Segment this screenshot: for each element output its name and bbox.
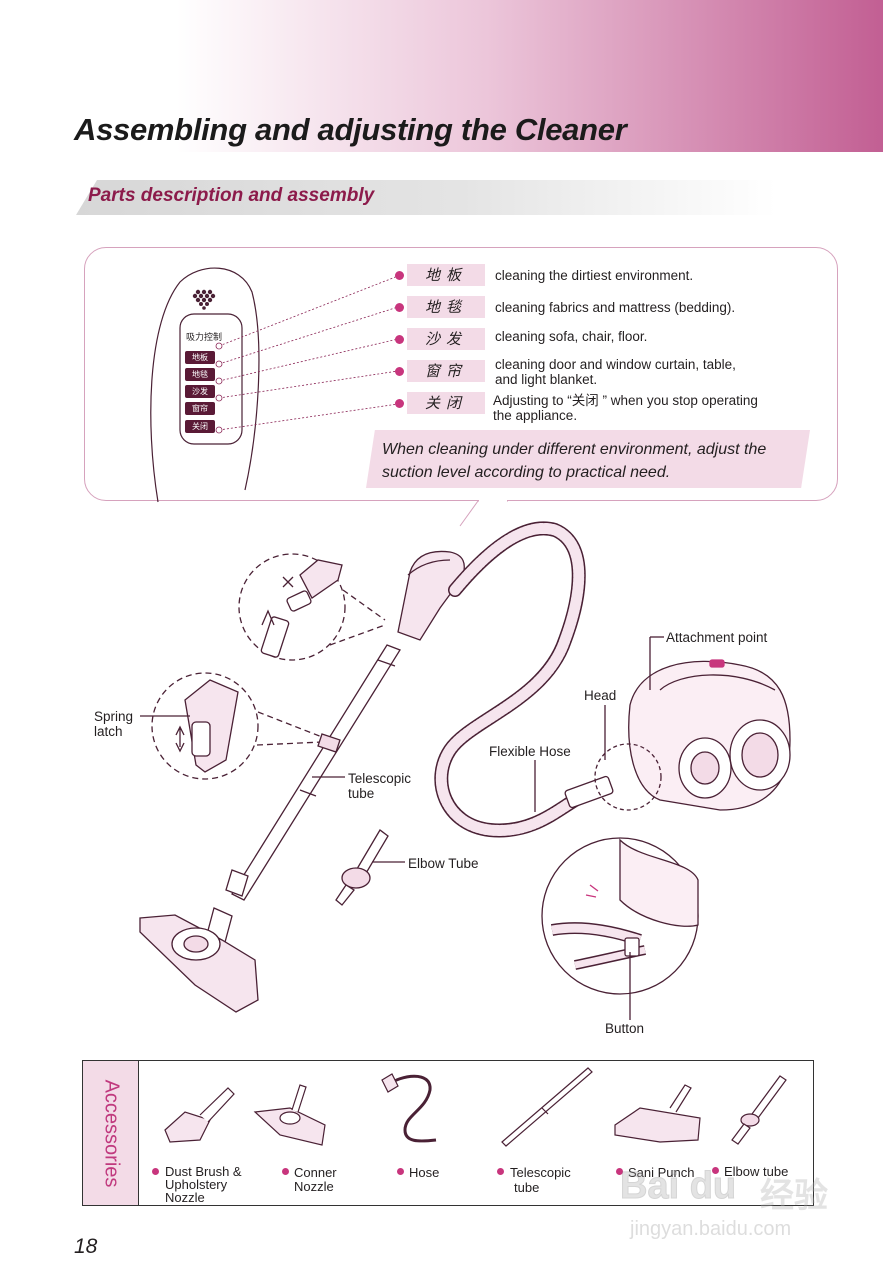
label-spring-latch-1: Spring [94,709,134,724]
mode-label-curtain: 窗帘 [407,360,485,382]
bullet-dot [616,1168,623,1175]
accessory-elbow-tube: Elbow tube [724,1164,789,1179]
suction-dial-icon [192,289,216,310]
panel-button-sofa[interactable]: 沙发 [185,385,215,398]
panel-button-floor[interactable]: 地板 [185,351,215,364]
mode-desc-curtain-1: cleaning door and window curtain, table, [495,357,736,372]
page-number: 18 [74,1235,98,1258]
label-flexible-hose: Flexible Hose [489,744,571,759]
bullet-dot [395,271,404,280]
note-box [366,430,810,488]
mode-label-floor: 地板 [407,264,485,286]
label-elbow-tube: Elbow Tube [408,856,479,871]
accessory-sani-punch: Sani Punch [628,1165,695,1180]
sani-punch-icon [614,1084,701,1143]
header-banner [0,0,883,152]
section-title: Parts description and assembly [88,185,375,206]
watermark: Bai du 经验 jingyan.baidu.com [619,1160,840,1250]
bullet-dot [152,1168,159,1175]
hose-icon [381,1073,437,1143]
suction-note: When cleaning under different environmen… [382,441,767,481]
mode-desc-curtain-2: and light blanket. [495,372,598,387]
accessories-frame [82,1060,814,1206]
mode-label-carpet: 地毯 [407,296,485,318]
bullet-dot [395,367,404,376]
label-telescopic-tube-1: Telescopic [348,771,412,786]
accessory-conner-nozzle-1: Conner [294,1165,337,1180]
panel-title: 吸力控制 [186,333,223,343]
mode-label-off: 关闭 [407,392,485,414]
label-attachment-point: Attachment point [666,630,768,645]
panel-button-curtain[interactable]: 窗帘 [185,402,215,415]
accessory-dust-brush-1: Dust Brush & [165,1164,242,1179]
panel-button-off[interactable]: 关闭 [185,420,215,433]
accessory-telescopic-tube-1: Telescopic [510,1165,571,1180]
label-telescopic-tube-2: tube [348,786,375,801]
accessory-conner-nozzle-2: Nozzle [294,1179,334,1194]
accessory-telescopic-tube-2: tube [514,1180,540,1195]
mode-desc-off-2: the appliance. [493,408,578,423]
label-head: Head [584,688,617,703]
bullet-dot [397,1168,404,1175]
bullet-dot [395,335,404,344]
page-title: Assembling and adjusting the Cleaner [74,112,627,147]
accessory-hose: Hose [409,1165,440,1180]
mode-desc-carpet: cleaning fabrics and mattress (bedding). [495,300,736,315]
bullet-dot [395,303,404,312]
watermark-brand: Bai du [619,1165,737,1208]
bullet-dot [712,1167,719,1174]
panel-button-carpet[interactable]: 地毯 [185,368,215,381]
mode-desc-off-1: Adjusting to “关闭 ” when you stop operati… [493,393,758,408]
bullet-dot [282,1168,289,1175]
conner-nozzle-icon [253,1084,326,1146]
label-spring-latch-2: latch [94,724,123,739]
bullet-dot [395,399,404,408]
mode-desc-sofa: cleaning sofa, chair, floor. [495,329,648,344]
accessories-tab [83,1061,139,1205]
elbow-tube-icon [731,1075,787,1145]
label-button: Button [605,1021,645,1036]
telescopic-tube-icon [501,1067,593,1147]
watermark-right: 经验 [760,1176,828,1216]
dust-brush-icon [164,1087,235,1143]
mode-label-sofa: 沙发 [407,328,485,350]
section-tab [76,180,776,215]
accessory-dust-brush-2: Upholstery [165,1177,228,1192]
mode-desc-floor: cleaning the dirtiest environment. [495,268,694,283]
watermark-url: jingyan.baidu.com [630,1218,792,1240]
accessory-dust-brush-3: Nozzle [165,1190,205,1205]
bullet-dot [497,1168,504,1175]
